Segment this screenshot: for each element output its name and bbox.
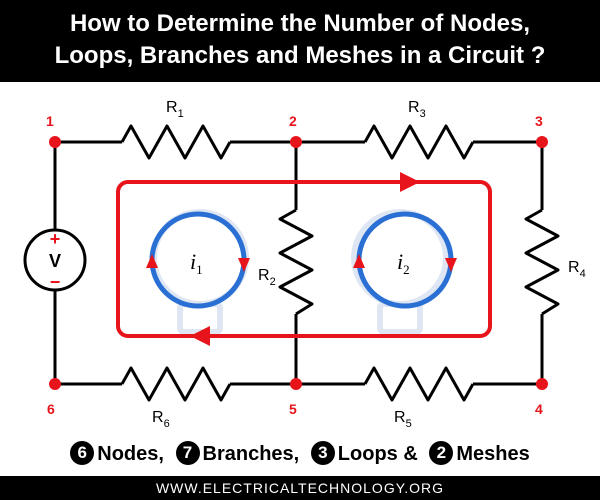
node-dot-4 (536, 378, 548, 390)
node-label-4: 4 (535, 401, 543, 417)
count-badge: 3 (310, 441, 335, 465)
node-dot-2 (290, 136, 302, 148)
mesh-arrow-up-icon (353, 254, 365, 268)
mesh-arrow-down-icon (238, 258, 250, 272)
current-label-i1: i1 (190, 249, 203, 277)
node-label-1: 1 (46, 113, 54, 129)
resistor-label-r2: R2 (258, 267, 276, 288)
node-label-6: 6 (47, 401, 55, 417)
node-label-3: 3 (535, 113, 543, 129)
resistor-r2 (278, 208, 314, 316)
current-label-i2: i2 (397, 249, 410, 277)
resistor-label-r6: R6 (152, 409, 170, 430)
title-banner: How to Determine the Number of Nodes, Lo… (0, 0, 600, 82)
summary-text: Nodes, (97, 443, 164, 465)
resistor-label-r1: R1 (166, 99, 184, 120)
resistor-label-r5: R5 (394, 409, 412, 430)
resistor-r1 (120, 124, 232, 160)
count-badge: 6 (70, 441, 95, 465)
node-dot-3 (536, 136, 548, 148)
resistor-r3 (363, 124, 475, 160)
resistor-label-r3: R3 (408, 99, 426, 120)
mesh-current-1 (146, 211, 250, 309)
mesh-current-2 (353, 211, 457, 309)
node-dot-5 (290, 378, 302, 390)
node-dots (49, 136, 548, 390)
resistor-r4 (524, 208, 560, 316)
node-dot-1 (49, 136, 61, 148)
node-label-5: 5 (289, 401, 297, 417)
node-dot-6 (49, 378, 61, 390)
title-line-1: How to Determine the Number of Nodes, (69, 10, 531, 37)
circuit-wires (53, 140, 544, 386)
circuit-diagram: + V − i1 i2 R1 R2 R3 R4 R5 R6 1 2 3 4 5 … (23, 99, 586, 430)
source-plus: + (50, 229, 61, 249)
voltage-source: + V − (23, 228, 87, 292)
source-label: V (49, 251, 61, 271)
node-label-2: 2 (289, 113, 297, 129)
count-badge: 7 (175, 441, 200, 465)
resistor-label-r4: R4 (568, 259, 586, 280)
count-badge: 2 (429, 441, 454, 465)
source-minus: − (50, 272, 61, 292)
mesh-arrow-up-icon (146, 254, 158, 268)
title-line-2: Loops, Branches and Meshes in a Circuit … (54, 42, 546, 69)
summary-text: Branches, (202, 443, 300, 465)
mesh-arrow-down-icon (445, 258, 457, 272)
summary-text: Loops & (337, 443, 418, 465)
resistor-r6 (120, 366, 232, 402)
summary-text: Meshes (456, 443, 530, 465)
outer-loop-path (116, 172, 492, 346)
resistor-r5 (363, 366, 475, 402)
website-footer: WWW.ELECTRICALTECHNOLOGY.ORG (0, 476, 600, 500)
